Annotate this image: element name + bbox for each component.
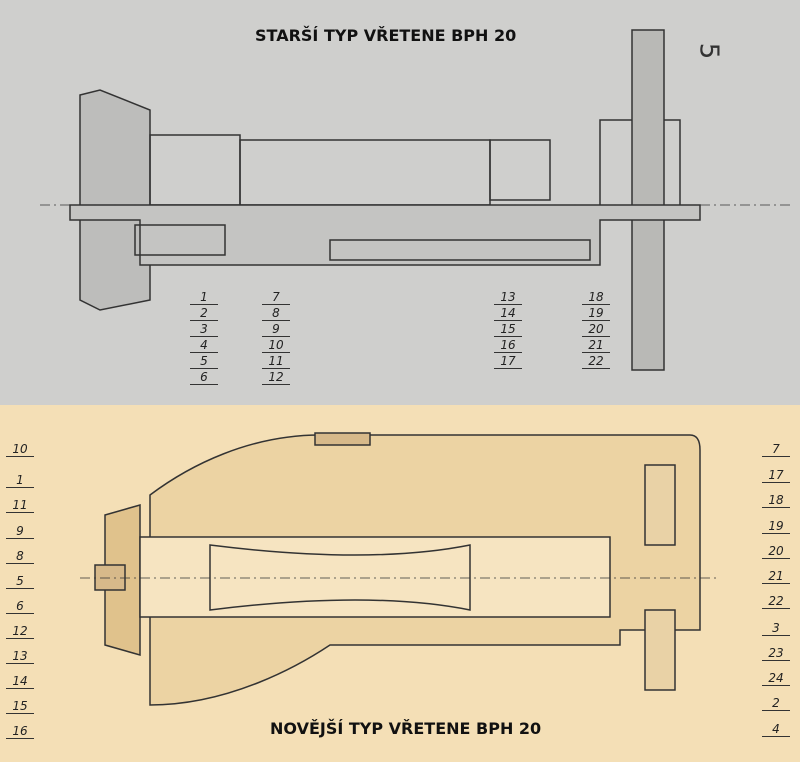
old-spindle-sketch [40,29,790,371]
part-label: 7 [262,291,290,305]
part-label: 17 [494,355,522,369]
new-spindle-drawing: NOVĚJŠÍ TYP VŘETENE BPH 20 10 1 11 9 8 5… [0,405,800,762]
part-label: 4 [190,339,218,353]
part-label: 18 [582,291,610,305]
page-number: 5 [693,42,724,60]
part-label: 2 [190,307,218,321]
new-spindle-sketch [80,432,720,706]
part-label: 11 [262,355,290,369]
part-label: 5 [6,575,34,589]
part-label: 6 [190,371,218,385]
part-label: 16 [494,339,522,353]
part-label: 9 [6,525,34,539]
old-spindle-title: STARŠÍ TYP VŘETENE BPH 20 [255,26,517,45]
part-label: 13 [6,650,34,664]
part-label: 4 [762,723,790,737]
part-label: 15 [6,700,34,714]
part-label: 19 [762,520,790,534]
part-label: 10 [6,443,34,457]
part-label: 22 [762,595,790,609]
part-label: 22 [582,355,610,369]
part-label: 14 [494,307,522,321]
part-label: 14 [6,675,34,689]
part-label: 13 [494,291,522,305]
part-label: 12 [262,371,290,385]
old-spindle-drawing: STARŠÍ TYP VŘETENE BPH 20 5 1 2 3 4 5 6 … [0,0,800,405]
new-spindle-title: NOVĚJŠÍ TYP VŘETENE BPH 20 [270,719,542,738]
part-label: 21 [582,339,610,353]
part-label: 18 [762,494,790,508]
part-label: 15 [494,323,522,337]
part-label: 19 [582,307,610,321]
part-label: 23 [762,647,790,661]
part-label: 11 [6,499,34,513]
part-label: 6 [6,600,34,614]
part-label: 8 [6,550,34,564]
part-label: 8 [262,307,290,321]
part-label: 5 [190,355,218,369]
part-label: 24 [762,672,790,686]
part-label: 20 [762,545,790,559]
part-label: 12 [6,625,34,639]
part-label: 2 [762,697,790,711]
part-label: 9 [262,323,290,337]
part-label: 21 [762,570,790,584]
part-label: 1 [6,474,34,488]
part-label: 10 [262,339,290,353]
part-label: 3 [762,622,790,636]
part-label: 3 [190,323,218,337]
part-label: 17 [762,469,790,483]
part-label: 1 [190,291,218,305]
part-label: 20 [582,323,610,337]
part-label: 7 [762,443,790,457]
part-label: 16 [6,725,34,739]
